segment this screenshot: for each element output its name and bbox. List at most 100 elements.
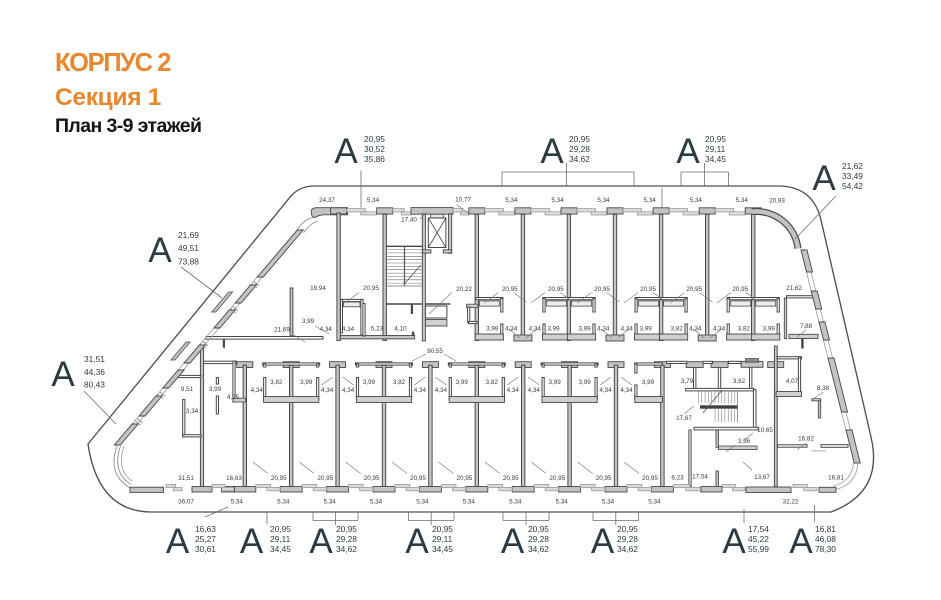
svg-text:21,69: 21,69 xyxy=(178,230,199,240)
svg-text:4,34: 4,34 xyxy=(505,326,518,333)
svg-text:4,34: 4,34 xyxy=(321,387,334,394)
svg-text:20,95: 20,95 xyxy=(642,475,658,482)
svg-text:3,34: 3,34 xyxy=(186,408,199,415)
svg-text:24,37: 24,37 xyxy=(319,197,335,204)
svg-text:А: А xyxy=(148,231,172,270)
svg-text:29,28: 29,28 xyxy=(336,534,357,544)
svg-text:29,11: 29,11 xyxy=(270,534,291,544)
svg-text:3,36: 3,36 xyxy=(738,438,751,445)
svg-text:30,61: 30,61 xyxy=(195,544,216,554)
svg-text:10,77: 10,77 xyxy=(455,197,471,204)
svg-text:29,28: 29,28 xyxy=(569,144,590,154)
svg-text:20,95: 20,95 xyxy=(364,475,380,482)
svg-text:4,10: 4,10 xyxy=(394,326,407,333)
svg-text:А: А xyxy=(166,522,190,561)
svg-text:5,34: 5,34 xyxy=(555,499,568,506)
svg-text:20,95: 20,95 xyxy=(503,475,519,482)
svg-text:3,79: 3,79 xyxy=(681,378,694,385)
svg-text:5,34: 5,34 xyxy=(505,197,518,204)
svg-text:3,82: 3,82 xyxy=(270,379,283,386)
svg-text:73,88: 73,88 xyxy=(178,256,199,266)
svg-text:16,81: 16,81 xyxy=(828,475,844,482)
svg-text:34,45: 34,45 xyxy=(705,154,726,164)
svg-text:План 3-9 этажей: План 3-9 этажей xyxy=(55,115,201,137)
svg-text:16,63: 16,63 xyxy=(195,524,216,534)
svg-text:А: А xyxy=(540,132,564,171)
svg-text:54,42: 54,42 xyxy=(842,181,863,191)
svg-text:3,99: 3,99 xyxy=(302,318,315,325)
svg-text:А: А xyxy=(722,522,746,561)
svg-text:20,95: 20,95 xyxy=(617,524,638,534)
svg-text:А: А xyxy=(591,522,615,561)
svg-text:20,95: 20,95 xyxy=(640,286,656,293)
svg-text:16,82: 16,82 xyxy=(798,436,814,443)
svg-text:4,34: 4,34 xyxy=(251,387,264,394)
svg-text:20,95: 20,95 xyxy=(364,134,385,144)
svg-text:29,28: 29,28 xyxy=(528,534,549,544)
svg-text:А: А xyxy=(789,522,813,561)
svg-text:20,95: 20,95 xyxy=(363,285,379,292)
svg-text:5,34: 5,34 xyxy=(602,499,615,506)
svg-text:5,34: 5,34 xyxy=(509,499,522,506)
svg-text:20,95: 20,95 xyxy=(732,286,748,293)
svg-text:А: А xyxy=(405,522,429,561)
svg-text:5,34: 5,34 xyxy=(231,499,244,506)
svg-text:4,07: 4,07 xyxy=(786,378,799,385)
svg-text:46,08: 46,08 xyxy=(815,534,836,544)
svg-text:16,63: 16,63 xyxy=(226,475,242,482)
svg-text:44,36: 44,36 xyxy=(84,367,105,377)
svg-text:19,94: 19,94 xyxy=(310,285,326,292)
svg-text:21,62: 21,62 xyxy=(842,161,863,171)
svg-text:5,34: 5,34 xyxy=(323,499,336,506)
svg-text:А: А xyxy=(309,522,333,561)
svg-text:20,95: 20,95 xyxy=(548,286,564,293)
svg-text:20,22: 20,22 xyxy=(456,286,472,293)
svg-text:20,95: 20,95 xyxy=(270,524,291,534)
svg-text:32,22: 32,22 xyxy=(783,499,799,506)
svg-text:20,95: 20,95 xyxy=(410,475,426,482)
svg-text:29,11: 29,11 xyxy=(705,144,726,154)
svg-text:3,82: 3,82 xyxy=(670,326,683,333)
svg-text:9,51: 9,51 xyxy=(181,386,194,393)
svg-text:3,62: 3,62 xyxy=(733,378,746,385)
svg-text:34,62: 34,62 xyxy=(569,154,590,164)
svg-text:29,11: 29,11 xyxy=(432,534,453,544)
svg-text:4,95: 4,95 xyxy=(227,394,240,401)
svg-text:10,65: 10,65 xyxy=(757,427,773,434)
svg-text:20,95: 20,95 xyxy=(317,475,333,482)
svg-text:А: А xyxy=(501,522,525,561)
svg-text:34,45: 34,45 xyxy=(270,544,291,554)
svg-text:4,34: 4,34 xyxy=(529,326,542,333)
svg-text:4,34: 4,34 xyxy=(414,387,427,394)
svg-text:20,95: 20,95 xyxy=(528,524,549,534)
svg-text:КОРПУС 2: КОРПУС 2 xyxy=(55,49,171,77)
svg-text:20,95: 20,95 xyxy=(686,286,702,293)
svg-text:3,82: 3,82 xyxy=(738,326,751,333)
svg-text:20,95: 20,95 xyxy=(271,475,287,482)
svg-text:21,69: 21,69 xyxy=(274,327,290,334)
svg-text:4,34: 4,34 xyxy=(528,387,541,394)
svg-text:29,28: 29,28 xyxy=(617,534,638,544)
svg-text:3,82: 3,82 xyxy=(486,379,499,386)
svg-text:20,95: 20,95 xyxy=(594,286,610,293)
svg-text:35,86: 35,86 xyxy=(364,154,385,164)
svg-text:34,62: 34,62 xyxy=(336,544,357,554)
svg-text:5,34: 5,34 xyxy=(643,197,656,204)
svg-text:20,95: 20,95 xyxy=(336,524,357,534)
svg-text:3,99: 3,99 xyxy=(456,379,469,386)
svg-text:20,95: 20,95 xyxy=(596,475,612,482)
svg-text:4,34: 4,34 xyxy=(621,326,634,333)
svg-text:6,23: 6,23 xyxy=(671,475,684,482)
svg-text:20,95: 20,95 xyxy=(549,475,565,482)
svg-text:5,34: 5,34 xyxy=(277,499,290,506)
svg-text:20,93: 20,93 xyxy=(769,198,785,205)
svg-text:4,34: 4,34 xyxy=(507,387,520,394)
svg-text:А: А xyxy=(812,159,836,198)
svg-text:3,99: 3,99 xyxy=(363,379,376,386)
svg-text:А: А xyxy=(51,355,75,394)
svg-text:4,34: 4,34 xyxy=(435,387,448,394)
svg-text:4,34: 4,34 xyxy=(713,326,726,333)
svg-text:5,23: 5,23 xyxy=(371,326,384,333)
svg-text:4,34: 4,34 xyxy=(689,326,702,333)
svg-text:80,43: 80,43 xyxy=(84,380,105,390)
